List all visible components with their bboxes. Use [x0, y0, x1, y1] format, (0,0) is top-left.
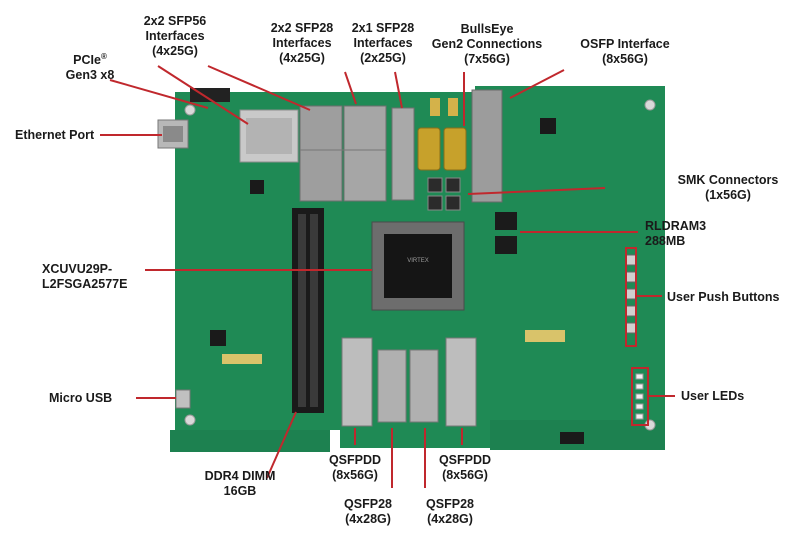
label-ddr4: DDR4 DIMM 16GB: [190, 469, 290, 499]
osfp-cage: [471, 89, 503, 203]
label-ddr4-line2: 16GB: [223, 484, 257, 498]
label-sfp28-2x1-line1: 2x1 SFP28: [351, 21, 415, 35]
label-microusb-line1: Micro USB: [49, 391, 113, 405]
sfp56-cage: [239, 109, 299, 163]
label-qsfp28-left-line2: (4x28G): [345, 512, 391, 526]
label-microusb: Micro USB: [49, 391, 112, 406]
label-pcie: PCIe® Gen3 x8: [60, 49, 120, 83]
fpga-chip: VIRTEX: [371, 221, 465, 311]
label-ethernet-line1: Ethernet Port: [15, 128, 95, 142]
label-bullseye-line3: (7x56G): [464, 52, 510, 66]
sfp28-2x2-cages: [299, 105, 387, 202]
label-sfp28-2x1-line2: Interfaces: [353, 36, 413, 50]
label-qsfpdd-right: QSFPDD (8x56G): [420, 453, 510, 483]
label-qsfpdd-left: QSFPDD (8x56G): [310, 453, 400, 483]
label-smk: SMK Connectors (1x56G): [668, 173, 788, 203]
label-sfp28-2x2-line3: (4x25G): [279, 51, 325, 65]
label-qsfpdd-right-line1: QSFPDD: [438, 453, 492, 467]
label-sfp56-line2: Interfaces: [145, 29, 205, 43]
label-smk-line1: SMK Connectors: [677, 173, 779, 187]
label-pcie-line1: PCIe: [73, 53, 101, 68]
label-ddr4-line1: DDR4 DIMM: [204, 469, 276, 483]
pcie-header: [190, 88, 230, 102]
label-rldram: RLDRAM3 288MB: [645, 219, 706, 249]
label-fpga-line2: L2FSGA2577E: [42, 277, 128, 291]
label-qsfp28-left-line1: QSFP28: [344, 497, 392, 511]
label-sfp56-line3: (4x25G): [152, 44, 198, 58]
label-qsfpdd-right-line2: (8x56G): [442, 468, 488, 482]
misc-components: [210, 118, 584, 444]
micro-usb-port: [175, 389, 191, 409]
callout-lines: [100, 65, 675, 488]
label-bullseye-line1: BullsEye: [460, 22, 514, 36]
label-smk-line2: (1x56G): [705, 188, 751, 202]
label-leds: User LEDs: [681, 389, 744, 404]
sfp28-2x1-cage: [391, 107, 415, 201]
label-sfp28-2x2: 2x2 SFP28 Interfaces (4x25G): [252, 21, 352, 66]
label-pushbuttons: User Push Buttons: [667, 290, 780, 305]
ddr4-dimm-slot: [292, 208, 324, 413]
label-bullseye: BullsEye Gen2 Connections (7x56G): [422, 22, 552, 67]
label-fpga-line1: XCUVU29P-: [42, 262, 113, 276]
label-osfp: OSFP Interface (8x56G): [565, 37, 685, 67]
qsfp-cages: [341, 337, 477, 427]
rldram-chips: [495, 212, 517, 254]
label-qsfp28-left: QSFP28 (4x28G): [328, 497, 408, 527]
label-pushbuttons-line1: User Push Buttons: [667, 290, 780, 304]
fpga-marking: VIRTEX: [407, 258, 429, 264]
label-bullseye-line2: Gen2 Connections: [431, 37, 543, 51]
mounting-holes: [184, 99, 656, 431]
label-pcie-line2: Gen3 x8: [65, 68, 115, 83]
label-sfp28-2x2-line2: Interfaces: [272, 36, 332, 50]
label-osfp-line2: (8x56G): [602, 52, 648, 66]
label-rldram-line1: RLDRAM3: [645, 219, 707, 233]
label-pcie-reg: ®: [100, 52, 107, 61]
label-sfp28-2x1: 2x1 SFP28 Interfaces (2x25G): [333, 21, 433, 66]
label-qsfp28-right-line2: (4x28G): [427, 512, 473, 526]
label-fpga: XCUVU29P- L2FSGA2577E: [42, 262, 127, 292]
user-leds: [635, 373, 644, 420]
label-qsfpdd-left-line1: QSFPDD: [328, 453, 382, 467]
label-sfp28-2x1-line3: (2x25G): [360, 51, 406, 65]
label-rldram-line2: 288MB: [645, 234, 686, 248]
ethernet-port: [157, 119, 189, 149]
label-ethernet: Ethernet Port: [15, 128, 94, 143]
label-leds-line1: User LEDs: [681, 389, 745, 403]
label-osfp-line1: OSFP Interface: [580, 37, 670, 51]
label-qsfp28-right-line1: QSFP28: [426, 497, 474, 511]
label-sfp56: 2x2 SFP56 Interfaces (4x25G): [125, 14, 225, 59]
label-sfp56-line1: 2x2 SFP56: [143, 14, 207, 28]
smk-connectors: [427, 177, 461, 211]
label-sfp28-2x2-line1: 2x2 SFP28: [270, 21, 334, 35]
label-qsfpdd-left-line2: (8x56G): [332, 468, 378, 482]
bullseye-connectors: [417, 98, 467, 171]
label-qsfp28-right: QSFP28 (4x28G): [410, 497, 490, 527]
